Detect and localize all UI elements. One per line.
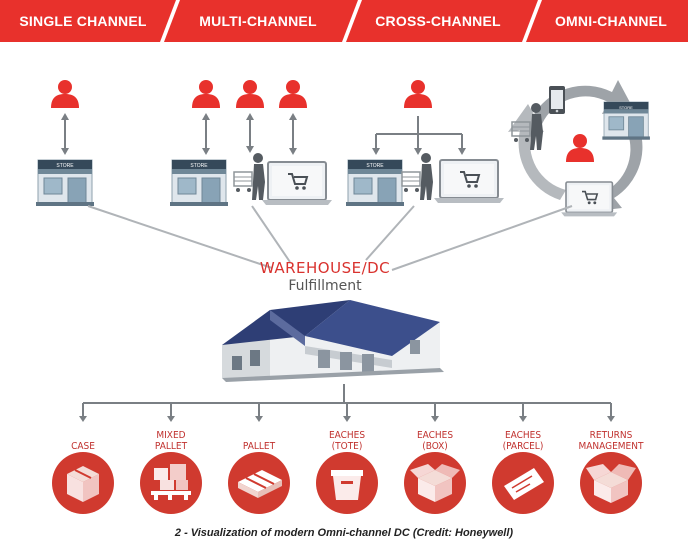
shopper-icon-multi (233, 152, 266, 201)
channel-banner: SINGLE CHANNEL MULTI-CHANNEL CROSS-CHANN… (0, 0, 688, 42)
category-label-line1: EACHES (416, 430, 454, 441)
category-label-parcel: EACHES (PARCEL) (481, 430, 565, 452)
single-channel-arrow (61, 113, 69, 155)
category-label-box: EACHES (BOX) (393, 430, 477, 452)
category-label-line2: (TOTE) (331, 441, 363, 452)
customer-icon-multi-1 (192, 80, 220, 108)
category-label-line1: RETURNS (589, 430, 633, 441)
category-arrowheads (79, 416, 615, 422)
laptop-icon-omni (560, 181, 619, 218)
category-label-line1: EACHES (504, 430, 542, 441)
warehouse-subtitle: Fulfillment (288, 278, 362, 294)
store-sign-single: STORE (56, 163, 74, 169)
case-box-icon (52, 452, 114, 514)
category-label-line2: PALLET (154, 441, 188, 452)
customer-icon-single (51, 80, 79, 108)
laptop-icon-cross (433, 159, 505, 204)
category-label-line1: CASE (71, 441, 95, 452)
category-label-line1: EACHES (328, 430, 366, 441)
band-label-omni: OMNI-CHANNEL (554, 13, 668, 29)
customer-icon-omni (566, 134, 594, 162)
laptop-icon-multi (261, 161, 333, 206)
shopper-icon-cross (401, 152, 434, 201)
category-label-line2: MANAGEMENT (578, 441, 644, 452)
open-box-icon (404, 452, 466, 514)
figure-caption: 2 - Visualization of modern Omni-channel… (174, 527, 514, 539)
customer-icon-multi-2 (236, 80, 264, 108)
category-label-line2: (BOX) (422, 441, 448, 452)
pallet-icon (228, 452, 290, 514)
category-circles (52, 452, 642, 514)
store-sign-cross: STORE (366, 163, 384, 169)
warehouse-building-icon (222, 300, 444, 382)
band-cross-channel (346, 0, 538, 42)
tote-icon (316, 452, 378, 514)
warehouse-title: WAREHOUSE/DC (259, 259, 391, 277)
band-multi-channel (164, 0, 358, 42)
cross-channel-arrows (372, 116, 466, 155)
category-label-returns: RETURNS MANAGEMENT (569, 430, 653, 452)
band-omni-channel (526, 0, 688, 42)
band-label-multi: MULTI-CHANNEL (199, 13, 317, 29)
banner-background (0, 0, 688, 42)
store-sign-multi: STORE (190, 163, 208, 169)
category-label-tote: EACHES (TOTE) (305, 430, 389, 452)
category-label-mixed-pallet: MIXED PALLET (129, 430, 213, 452)
smartphone-icon (549, 86, 565, 114)
customer-icon-multi-3 (279, 80, 307, 108)
category-label-line1: MIXED (156, 430, 186, 441)
category-label-case: CASE (41, 441, 125, 452)
customer-icon-cross (404, 80, 432, 108)
band-label-single: SINGLE CHANNEL (19, 13, 147, 29)
category-label-line2: (PARCEL) (502, 441, 544, 452)
category-label-pallet: PALLET (217, 441, 301, 452)
category-label-line1: PALLET (242, 441, 276, 452)
band-label-cross: CROSS-CHANNEL (375, 13, 501, 29)
band-single-channel (0, 0, 176, 42)
store-sign-omni: STORE (619, 105, 633, 110)
multi-channel-arrows (202, 113, 297, 155)
fulfillment-connectors (87, 205, 573, 271)
parcel-icon (492, 452, 554, 514)
category-tree-connector (82, 384, 612, 418)
returns-box-icon (580, 452, 642, 514)
mixed-pallet-icon (140, 452, 202, 514)
